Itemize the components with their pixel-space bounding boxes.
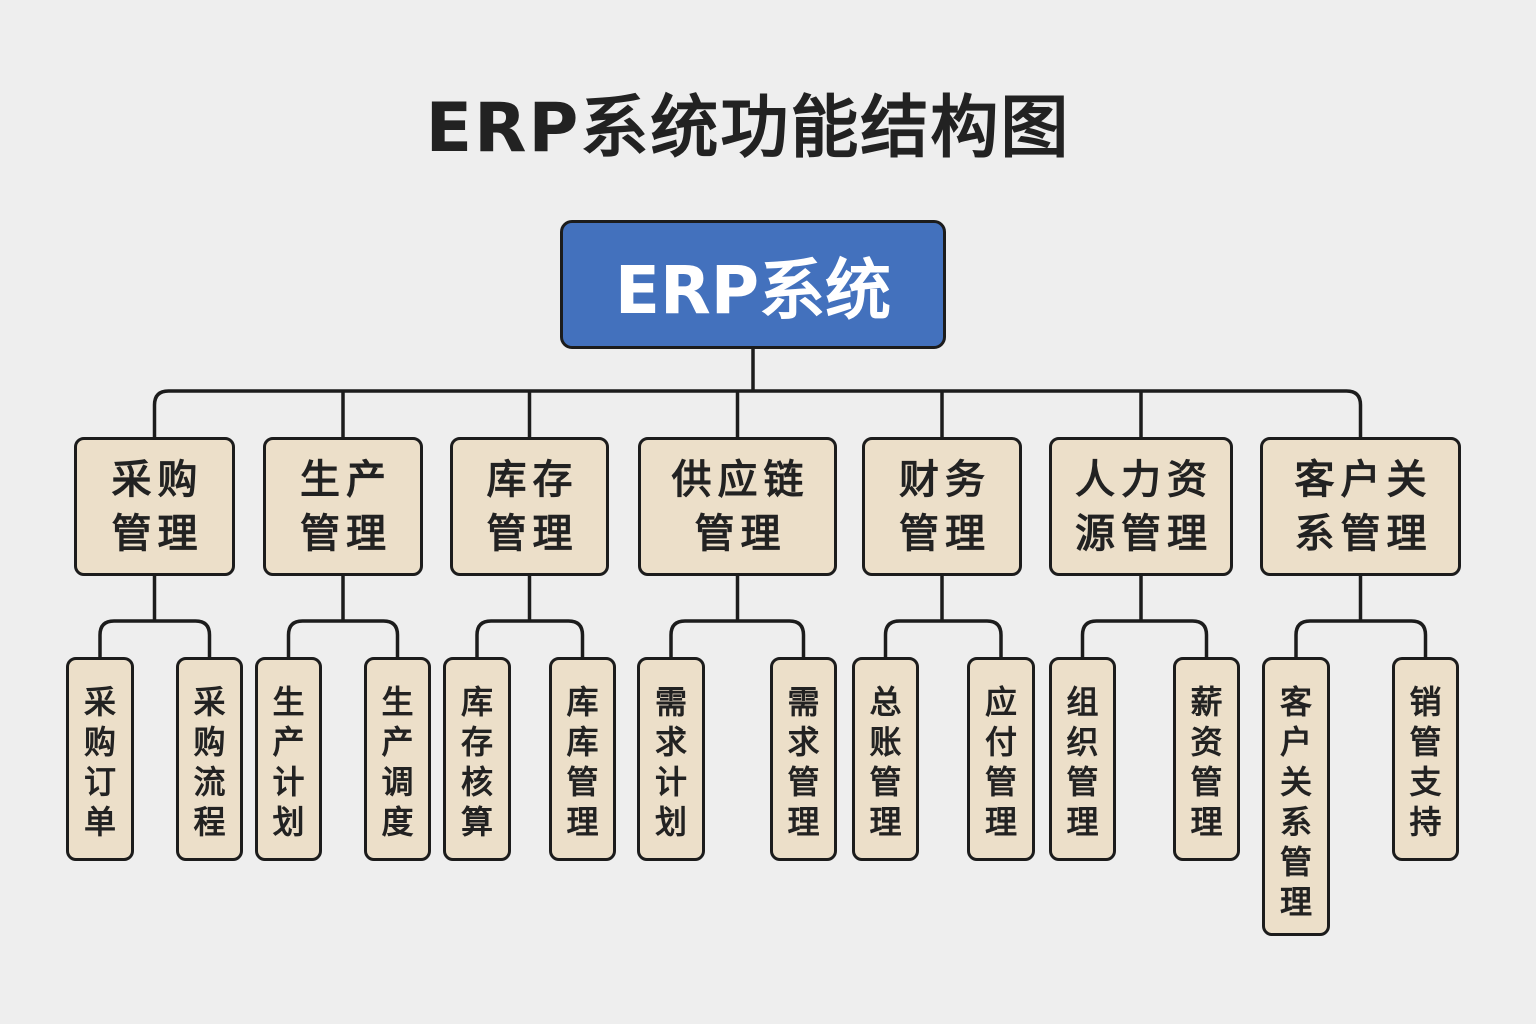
module-node: 采购管理 bbox=[74, 437, 235, 576]
root-node-label: ERP系统 bbox=[614, 251, 892, 329]
submodule-bracket bbox=[669, 619, 806, 657]
module-bus bbox=[152, 389, 1363, 437]
module-node: 财务管理 bbox=[862, 437, 1022, 576]
module-node: 客户关系管理 bbox=[1260, 437, 1461, 576]
submodule-node: 客户关系管理 bbox=[1262, 657, 1330, 936]
module-node: 库存管理 bbox=[450, 437, 609, 576]
module-node: 人力资源管理 bbox=[1049, 437, 1233, 576]
module-label-line: 源管理 bbox=[1075, 510, 1213, 557]
module-node: 供应链管理 bbox=[638, 437, 837, 576]
module-label-line: 财务 bbox=[899, 456, 991, 503]
module-label-line: 系管理 bbox=[1294, 510, 1433, 557]
submodule-node: 生产调度 bbox=[364, 657, 431, 861]
submodule-node: 总账管理 bbox=[852, 657, 919, 861]
submodule-bracket bbox=[1080, 619, 1209, 657]
module-label-line: 库存 bbox=[486, 456, 579, 503]
submodule-bracket bbox=[883, 619, 1003, 657]
submodule-bracket bbox=[98, 619, 212, 657]
submodule-node: 需求计划 bbox=[637, 657, 705, 861]
module-label-line: 管理 bbox=[486, 510, 579, 557]
module-label-line: 客户关 bbox=[1294, 456, 1433, 503]
module-label-line: 生产 bbox=[300, 456, 392, 503]
submodule-bracket bbox=[1294, 619, 1428, 657]
submodule-node: 销管支持 bbox=[1392, 657, 1459, 861]
module-label-line: 管理 bbox=[111, 510, 204, 557]
submodule-node: 组织管理 bbox=[1049, 657, 1116, 861]
submodule-node: 需求管理 bbox=[770, 657, 837, 861]
submodule-bracket bbox=[475, 619, 585, 657]
module-label-line: 管理 bbox=[899, 510, 991, 557]
submodule-bracket bbox=[286, 619, 400, 657]
submodule-node: 应付管理 bbox=[967, 657, 1035, 861]
module-label-line: 管理 bbox=[300, 510, 392, 557]
module-label-line: 供应链 bbox=[671, 456, 810, 503]
submodule-node: 生产计划 bbox=[255, 657, 322, 861]
module-label-line: 管理 bbox=[694, 510, 787, 557]
submodule-node: 采购订单 bbox=[66, 657, 134, 861]
module-node: 生产管理 bbox=[263, 437, 423, 576]
root-node: ERP系统 bbox=[560, 220, 946, 349]
module-label-line: 采购 bbox=[111, 456, 204, 503]
submodule-node: 采购流程 bbox=[176, 657, 243, 861]
submodule-node: 薪资管理 bbox=[1173, 657, 1240, 861]
diagram-title: ERP系统功能结构图 bbox=[425, 89, 1071, 168]
submodule-node: 库存核算 bbox=[443, 657, 511, 861]
submodule-node: 库库管理 bbox=[549, 657, 616, 861]
module-label-line: 人力资 bbox=[1075, 456, 1213, 503]
